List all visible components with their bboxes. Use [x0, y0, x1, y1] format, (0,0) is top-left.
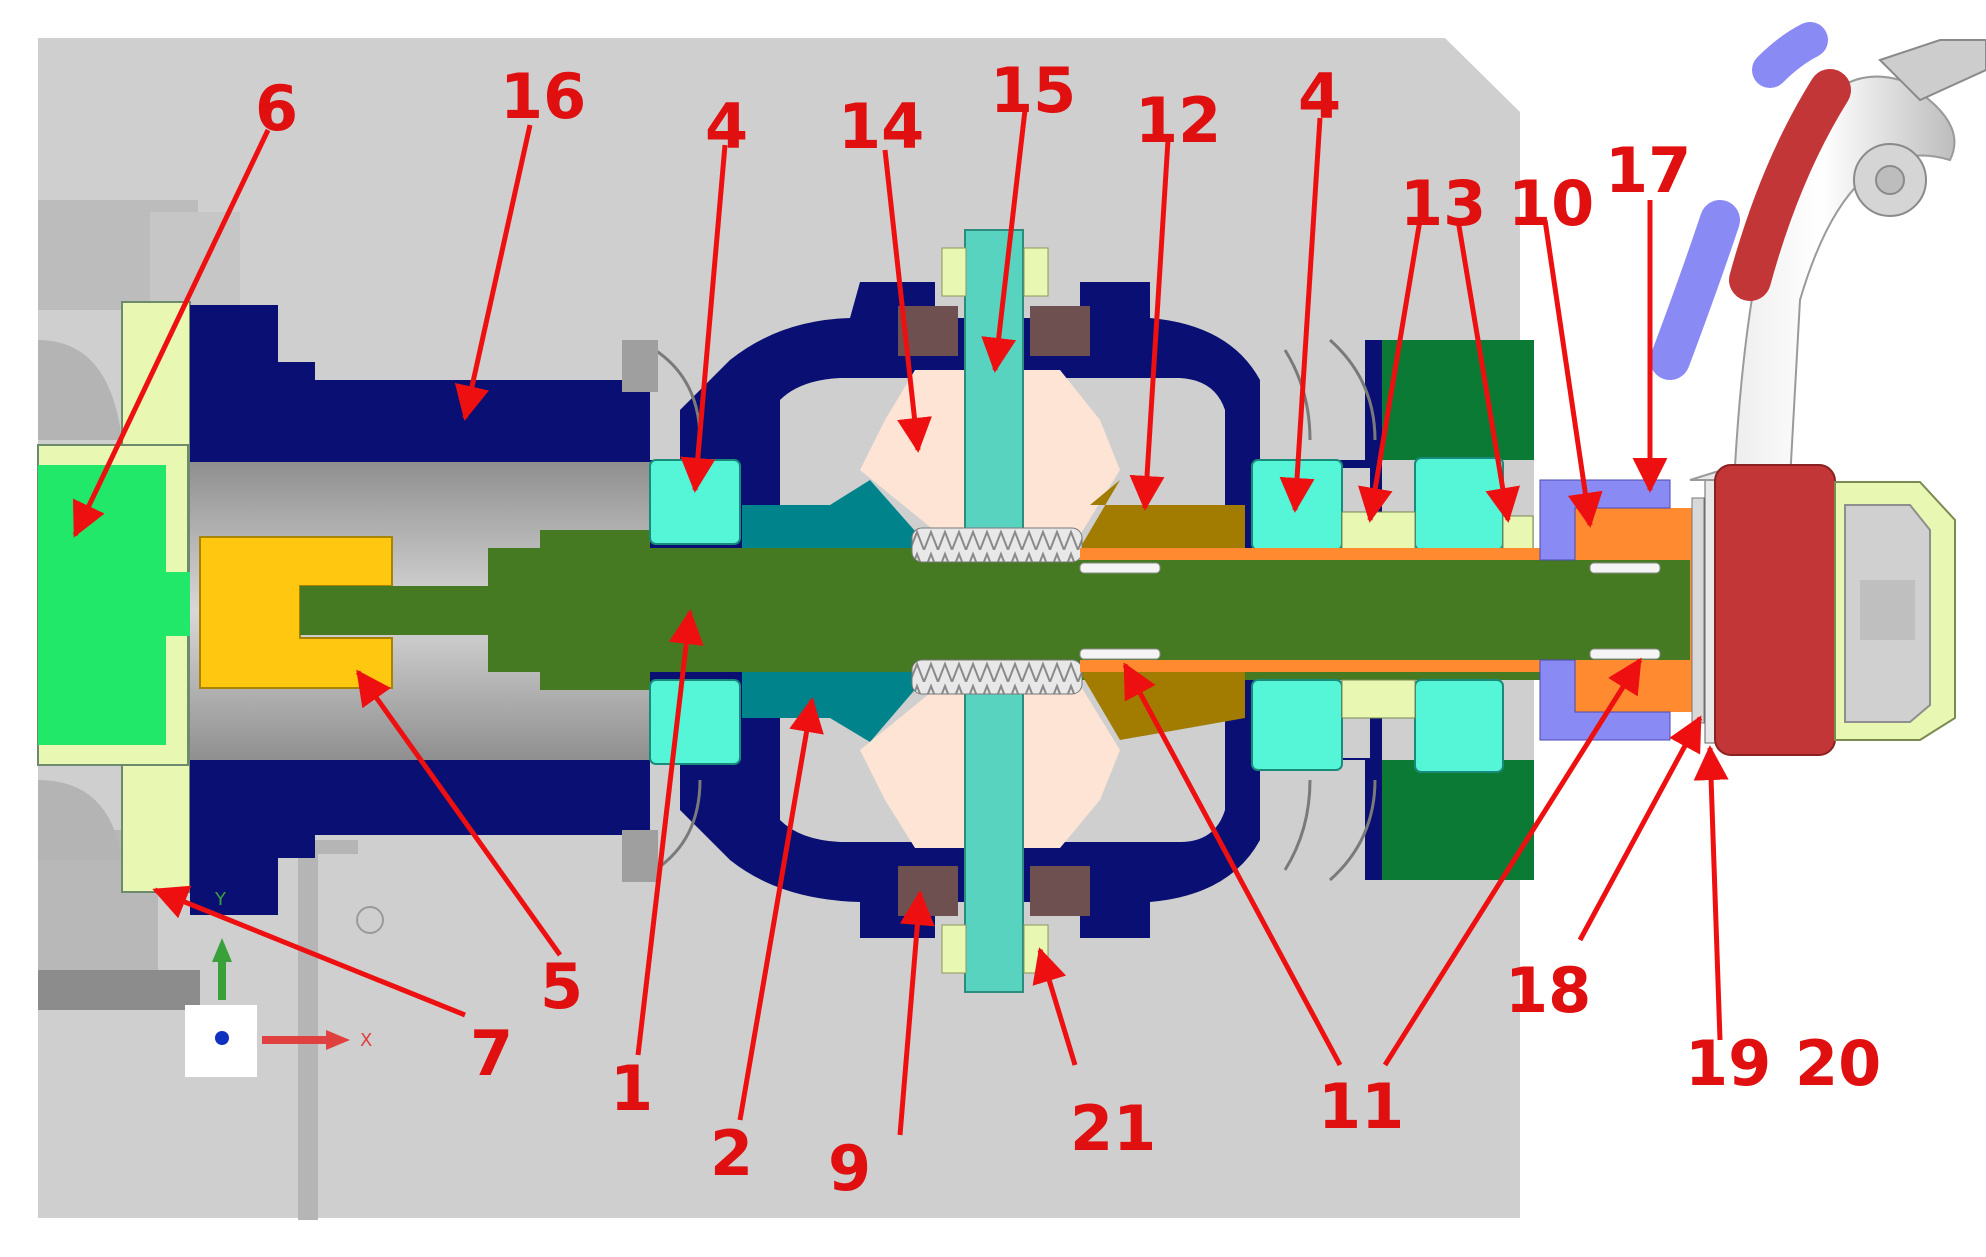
arrow-9 [897, 890, 935, 1136]
sleeve-upper-block [1575, 508, 1700, 560]
arrow-13a [1358, 219, 1423, 523]
main-shaft [300, 530, 1940, 690]
arrow-5 [355, 669, 563, 957]
gear-teeth-upper [911, 527, 1083, 563]
arrow-6 [72, 128, 271, 538]
label-14: 14 [838, 90, 924, 163]
keys [1079, 562, 1661, 660]
label-13: 13 [1400, 167, 1486, 240]
pin-nuts [941, 247, 1049, 974]
arrow-19 [1693, 745, 1729, 1041]
axis-y-label: Y [214, 889, 227, 910]
label-7: 7 [470, 1017, 513, 1090]
label-9: 9 [828, 1132, 871, 1205]
arrow-7 [152, 885, 466, 1018]
label-10: 10 [1508, 167, 1594, 240]
washer [1691, 497, 1705, 724]
arrow-10 [1542, 219, 1603, 528]
coupling [199, 536, 393, 689]
label-1: 1 [610, 1052, 653, 1125]
label-2: 2 [710, 1117, 753, 1190]
label-12: 12 [1135, 84, 1221, 157]
flange-bolt-upper [622, 340, 658, 392]
label-11: 11 [1318, 1070, 1404, 1143]
label-20: 20 [1795, 1027, 1881, 1100]
retaining-ring [1704, 477, 1716, 744]
hub-upper [1080, 480, 1245, 548]
hub-lower [1080, 672, 1245, 740]
arrow-15 [981, 109, 1028, 373]
axis-x-label: X [360, 1030, 372, 1051]
arm-link [1650, 22, 1986, 756]
label-4b: 4 [1298, 60, 1341, 133]
label-5: 5 [540, 950, 583, 1023]
arrow-12 [1129, 139, 1171, 511]
arrow-13b [1455, 219, 1520, 523]
axis-origin-icon [215, 1031, 229, 1045]
label-18: 18 [1505, 954, 1591, 1027]
label-21: 21 [1070, 1092, 1156, 1165]
arrow-16 [454, 124, 533, 421]
label-16: 16 [500, 60, 586, 133]
arrow-18 [1577, 715, 1703, 942]
gear-teeth-lower [911, 659, 1083, 695]
flange-bolt-lower [622, 830, 658, 882]
axis-triad: Y X [185, 889, 372, 1077]
arrow-11b [1382, 657, 1643, 1067]
callout-labels: 6 16 4 14 15 12 4 13 10 17 5 7 1 2 9 21 … [255, 54, 1881, 1205]
sleeve-upper-body [1080, 548, 1690, 560]
label-6: 6 [255, 72, 298, 145]
label-15: 15 [990, 54, 1076, 127]
side-bevel-gear-upper [742, 480, 930, 548]
label-17: 17 [1605, 134, 1691, 207]
arrow-4b [1279, 117, 1323, 513]
ring-lower [1539, 659, 1671, 741]
callout-arrows [72, 109, 1729, 1136]
arrow-1 [635, 609, 704, 1056]
arrow-14 [882, 149, 932, 453]
arrow-4a [680, 144, 728, 493]
planet-pin-lower [964, 679, 1024, 993]
label-19: 19 [1685, 1027, 1771, 1100]
arrow-21 [1032, 947, 1078, 1066]
arrow-11a [1122, 662, 1343, 1067]
arrow-2 [737, 697, 824, 1121]
side-bevel-gear-lower [742, 672, 930, 742]
label-4a: 4 [705, 90, 748, 163]
planet-pin-upper [964, 229, 1024, 541]
